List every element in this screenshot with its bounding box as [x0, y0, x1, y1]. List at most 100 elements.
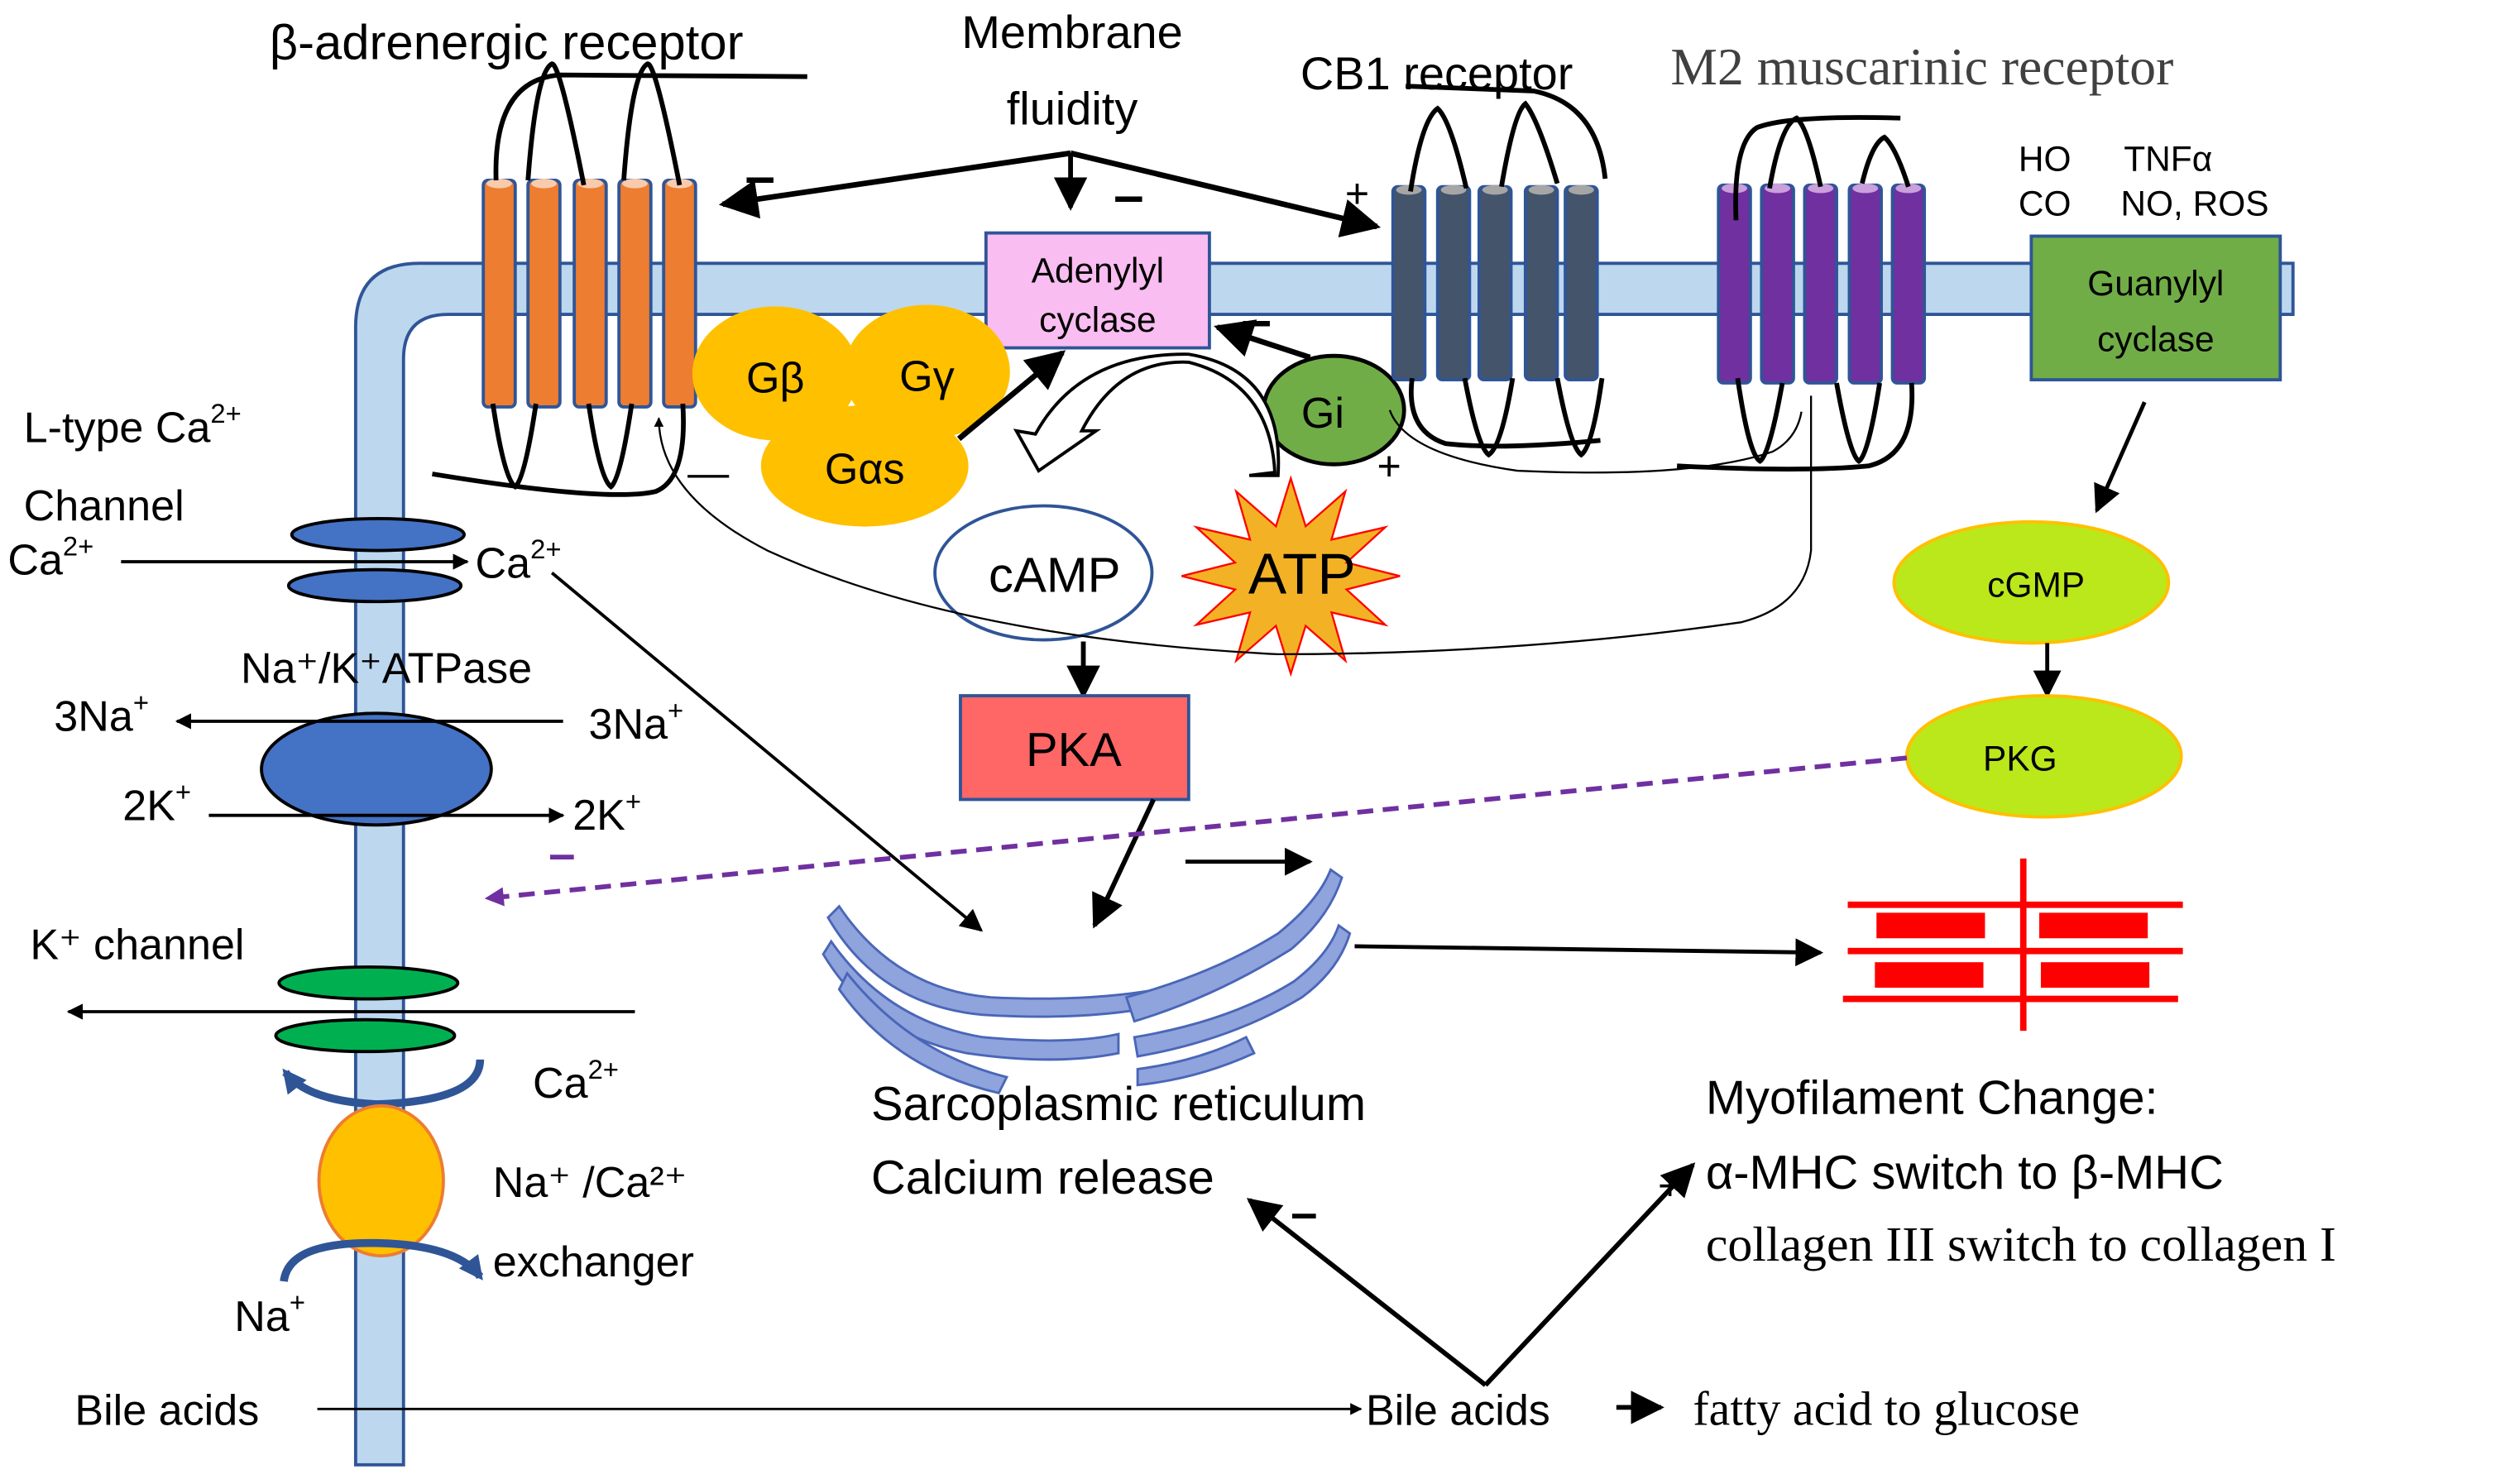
g-protein-complex[interactable]: Gβ Gγ Gαs — [692, 304, 1010, 527]
ca-outside-label: Ca2+ — [7, 530, 93, 584]
adenylyl-cyclase[interactable]: Adenylyl cyclase — [984, 231, 1211, 350]
receptor-helix-cap — [1808, 183, 1834, 194]
cgmp[interactable]: cGMP — [1892, 519, 2171, 645]
nca-exchanger-label-1: Na⁺ /Ca²⁺ — [493, 1159, 687, 1207]
receptor-helix-cap — [1482, 184, 1508, 195]
activate-sign-cb1: + — [1345, 170, 1369, 217]
guanylyl-cyclase-label-2: cyclase — [2097, 319, 2214, 358]
myofilament-label-3: collagen III switch to collagen I — [1706, 1217, 2336, 1271]
pkg[interactable]: PKG — [1904, 694, 2183, 819]
activate-sign-gi: + — [1377, 443, 1401, 490]
receptor-helix — [1391, 184, 1427, 382]
na-exchange-label: Na+ — [234, 1287, 305, 1341]
na-k-atpase[interactable] — [260, 711, 493, 827]
inhibit-sign-sr: – — [1291, 1186, 1317, 1239]
receptor-helix — [572, 179, 608, 409]
receptor-helix — [1847, 183, 1883, 385]
pka-label: PKA — [1026, 724, 1122, 777]
receptor-helix — [1890, 183, 1927, 385]
adenylyl-cyclase-label-2: cyclase — [1039, 300, 1156, 339]
cb1-receptor-label: CB1 receptor — [1300, 47, 1573, 99]
cb1-receptor-helices — [1391, 184, 1599, 382]
inhibit-sign-beta: – — [745, 146, 775, 206]
atp-label: ATP — [1248, 542, 1356, 606]
feedback-inhibition-line — [654, 395, 1813, 656]
cb1-receptor[interactable] — [1391, 84, 1608, 458]
guanylyl-cyclase-label-1: Guanylyl — [2087, 264, 2224, 303]
inhibit-sign-gi: – — [1241, 290, 1271, 350]
g-gamma-label: Gγ — [899, 353, 955, 401]
bile-acids-inside-label: Bile acids — [1366, 1387, 1550, 1435]
two-k-inside-label: 2K+ — [572, 786, 641, 840]
receptor-helix — [1477, 184, 1513, 382]
m2-muscarinic-receptor[interactable] — [1676, 115, 1927, 472]
receptor-helix — [1803, 183, 1838, 385]
receptor-helix — [1523, 184, 1559, 382]
receptor-helix-cap — [1528, 184, 1554, 195]
receptor-helix — [1435, 184, 1472, 382]
sr-label-1: Sarcoplasmic reticulum — [871, 1078, 1366, 1131]
gc-activator-tnfa: TNFα — [2124, 139, 2212, 178]
atp[interactable]: ATP — [1181, 475, 1401, 677]
membrane-fluidity-label-2: fluidity — [1007, 82, 1138, 134]
na-ca-exchanger[interactable] — [280, 1059, 485, 1282]
receptor-helix-cap — [486, 179, 512, 189]
gi-inhibits-ac-arrow — [1214, 319, 1311, 361]
ca-exchange-label: Ca2+ — [533, 1054, 619, 1108]
fatty-acid-to-glucose-label: fatty acid to glucose — [1693, 1382, 2080, 1436]
myofilament-sarcomere[interactable] — [1842, 858, 2183, 1032]
nak-atpase-label: Na⁺/K⁺ATPase — [241, 645, 532, 693]
g-gamma — [844, 304, 1010, 439]
membrane-fluidity-label-1: Membrane — [961, 6, 1182, 58]
beta-receptor-helices — [481, 179, 697, 409]
inhibit-sign-feedback: — — [687, 449, 730, 495]
activate-sign-myofilament: + — [1658, 1163, 1682, 1209]
g-alpha-s — [760, 405, 969, 527]
gas-activates-ac-arrow — [956, 350, 1066, 442]
cell-membrane — [353, 261, 2295, 1467]
sr-to-myofilament-arrow — [1354, 938, 1824, 967]
pka-to-sr-arrow — [1092, 798, 1157, 929]
inhibit-sign-pkg: – — [548, 827, 575, 880]
ca-inside-label: Ca2+ — [476, 534, 562, 587]
g-i-protein[interactable]: Gi — [1262, 353, 1406, 467]
camp-label: cAMP — [989, 548, 1120, 603]
receptor-helix-cap — [1895, 183, 1922, 194]
l-type-calcium-channel[interactable] — [286, 517, 466, 604]
receptor-helix — [481, 179, 517, 409]
receptor-helix-cap — [622, 179, 648, 189]
camp[interactable]: cAMP — [933, 504, 1154, 642]
two-k-outside-label: 2K+ — [122, 776, 191, 830]
gc-activator-ho: HO — [2019, 139, 2072, 178]
receptor-helix-cap — [531, 179, 557, 189]
sr-label-2: Calcium release — [871, 1151, 1214, 1204]
g-beta-label: Gβ — [746, 355, 804, 403]
l-type-label-2: Channel — [24, 482, 184, 530]
g-alpha-s-label: Gαs — [825, 445, 905, 493]
bile-acids-effect-arrows — [1246, 1162, 1696, 1387]
atp-to-camp-conversion-arrow — [1013, 352, 1281, 477]
pkg-inhibition-dashed-arrow — [484, 755, 1908, 907]
pka[interactable]: PKA — [959, 694, 1190, 802]
g-i-label: Gi — [1301, 390, 1344, 438]
beta-receptor-label: β-adrenergic receptor — [270, 14, 744, 69]
sarcoplasmic-reticulum[interactable] — [821, 868, 1352, 1095]
gc-to-cgmp-arrow — [2094, 401, 2147, 514]
m2-receptor-helices — [1717, 183, 1927, 385]
ca-to-sr-arrow — [550, 572, 984, 932]
myofilament-label-1: Myofilament Change: — [1706, 1071, 2158, 1124]
guanylyl-cyclase[interactable]: Guanylyl cyclase — [2029, 234, 2282, 382]
receptor-helix-cap — [1440, 184, 1467, 195]
receptor-helix-cap — [1852, 183, 1879, 194]
receptor-helix — [662, 179, 697, 409]
m2-receptor-label: M2 muscarinic receptor — [1670, 37, 2173, 96]
k-channel[interactable] — [274, 965, 460, 1054]
beta-adrenergic-receptor[interactable] — [432, 61, 807, 497]
bile-acids-outside-label: Bile acids — [74, 1387, 259, 1435]
receptor-helix — [617, 179, 653, 409]
g-beta — [692, 306, 859, 441]
receptor-helix — [1564, 184, 1599, 382]
k-channel-label: K⁺ channel — [30, 921, 244, 969]
gc-activator-no-ros: NO, ROS — [2120, 184, 2268, 223]
